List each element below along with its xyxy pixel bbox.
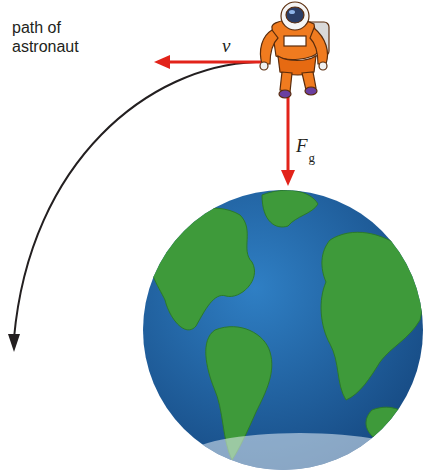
path-label: path of astronaut bbox=[12, 18, 96, 56]
force-symbol: F bbox=[296, 136, 308, 155]
earth bbox=[143, 190, 423, 470]
arrow-head bbox=[154, 55, 170, 69]
astronaut bbox=[260, 2, 329, 98]
arrow-head bbox=[281, 170, 295, 186]
arrow-head bbox=[8, 334, 20, 352]
orbit-path bbox=[14, 62, 256, 338]
velocity-symbol: v bbox=[222, 36, 230, 55]
velocity-arrow bbox=[168, 61, 262, 64]
subscript: g bbox=[309, 148, 316, 167]
